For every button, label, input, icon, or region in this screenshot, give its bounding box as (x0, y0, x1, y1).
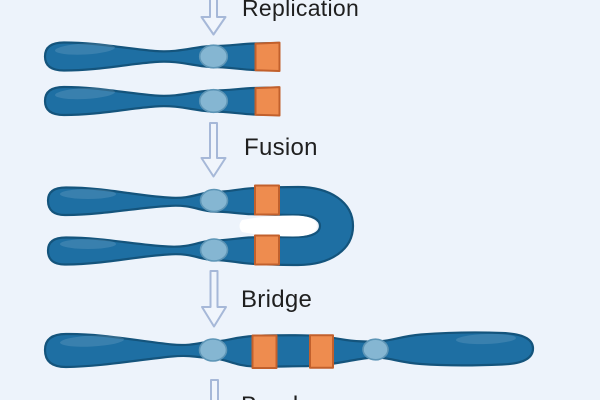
down-arrow-icon (200, 0, 227, 36)
bridge-chromosome (43, 331, 535, 369)
hairpin-loop-gap (239, 215, 317, 237)
centromere (198, 338, 228, 362)
centromere (199, 188, 229, 213)
replicated-chromosome-2 (43, 85, 281, 117)
chromatid-highlight (60, 335, 124, 347)
step-label-fusion: Fusion (244, 134, 318, 161)
chromatid-highlight (60, 239, 116, 249)
down-arrow-icon (201, 270, 227, 328)
step-label-replication: Replication (242, 0, 360, 21)
down-arrow-icon (210, 379, 219, 400)
centromere (362, 338, 389, 361)
replicated-chromosome-1 (43, 40, 281, 73)
chromatid-highlight (456, 333, 516, 345)
chromatid-highlight (60, 189, 116, 199)
down-arrow-icon (200, 122, 227, 178)
step-label-bridge: Bridge (241, 286, 313, 313)
bridge-telomere-band-2 (309, 334, 334, 369)
step-label-breakage: Breakage (241, 392, 346, 400)
fused-telomere-band-top (254, 184, 280, 216)
centromere (199, 238, 229, 262)
bridge-telomere-band-1 (251, 334, 278, 369)
fused-telomere-band-bottom (254, 234, 280, 266)
fused-chromosome (46, 184, 355, 267)
